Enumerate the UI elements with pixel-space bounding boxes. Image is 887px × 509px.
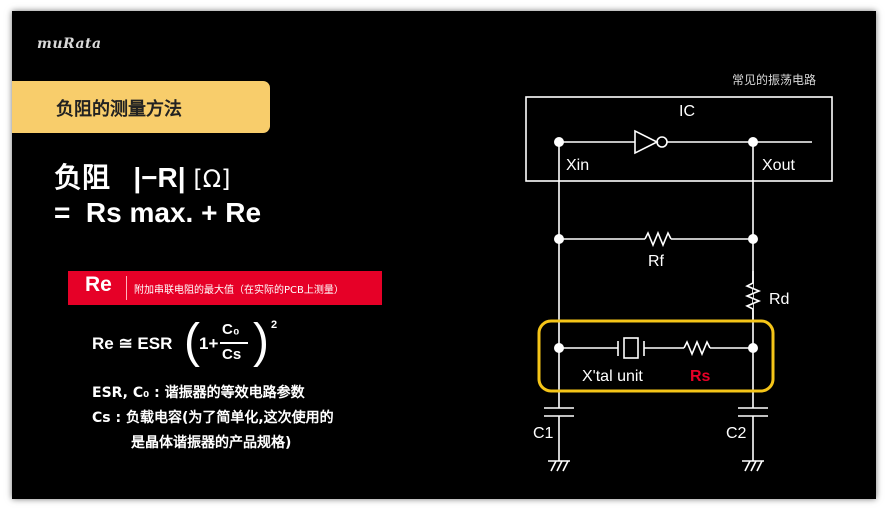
rf-resistor <box>644 230 672 248</box>
node-xtal-right <box>748 343 758 353</box>
left-paren: ( <box>184 315 200 368</box>
negative-resistance-formula-line2: = Rs max. + Re <box>54 197 261 229</box>
xtal-highlight-frame <box>537 319 775 393</box>
note-cs-cont: 是晶体谐振器的产品规格) <box>131 435 292 451</box>
re-description: 附加串联电阻的最大值（在实际的PCB上测量） <box>134 285 344 296</box>
c2-label: C2 <box>726 425 747 442</box>
node-rf-right <box>748 234 758 244</box>
oscillator-circuit-diagram <box>525 96 833 472</box>
xin-label: Xin <box>566 157 590 174</box>
xtal-label: X'tal unit <box>582 368 643 385</box>
right-paren: ) <box>253 315 269 368</box>
ic-label: IC <box>679 103 695 120</box>
formula-equals: = <box>54 197 71 228</box>
rs-label: Rs <box>690 368 711 385</box>
formula-rhs: Rs max. + Re <box>85 197 262 228</box>
formula-label: 负阻 <box>54 162 111 193</box>
re-definition-bar: Re 附加串联电阻的最大值（在实际的PCB上测量） <box>68 271 382 305</box>
xout-label: Xout <box>762 157 795 174</box>
re-formula-lhs: Re ≅ ESR <box>92 334 173 353</box>
re-formula-denominator: Cs <box>222 346 242 363</box>
re-separator <box>126 276 127 300</box>
rs-resistor <box>683 339 711 357</box>
xtal-body <box>623 337 639 359</box>
circuit-caption: 常见的振荡电路 <box>732 73 817 87</box>
murata-logo: muRata <box>37 36 102 52</box>
re-formula-one-plus: 1+ <box>199 334 219 353</box>
rd-resistor <box>744 271 762 321</box>
node-xout <box>748 137 758 147</box>
formula-expr: |−R| <box>133 162 186 193</box>
fraction-bar <box>220 342 248 344</box>
formula-unit: [Ω] <box>193 165 231 193</box>
note-esr: ESR, C₀ : 谐振器的等效电路参数 <box>92 385 305 401</box>
rf-label: Rf <box>648 253 664 270</box>
rd-label: Rd <box>769 291 790 308</box>
inverter-triangle <box>634 129 659 155</box>
node-xtal-left <box>554 343 564 353</box>
c1-label: C1 <box>533 425 554 442</box>
re-label: Re <box>85 273 112 296</box>
ic-box <box>525 96 833 182</box>
slide: muRata 负阻的测量方法 负阻 |−R| [Ω] = Rs max. + R… <box>12 11 876 499</box>
note-cs: Cs : 负载电容(为了简单化,这次使用的 <box>92 410 334 426</box>
title-box: 负阻的测量方法 <box>12 81 270 133</box>
slide-title: 负阻的测量方法 <box>56 99 182 120</box>
negative-resistance-formula-line1: 负阻 |−R| [Ω] <box>54 156 230 196</box>
node-rf-left <box>554 234 564 244</box>
re-formula-exponent: 2 <box>271 319 278 331</box>
node-xin <box>554 137 564 147</box>
re-formula-numerator: C₀ <box>222 321 240 338</box>
